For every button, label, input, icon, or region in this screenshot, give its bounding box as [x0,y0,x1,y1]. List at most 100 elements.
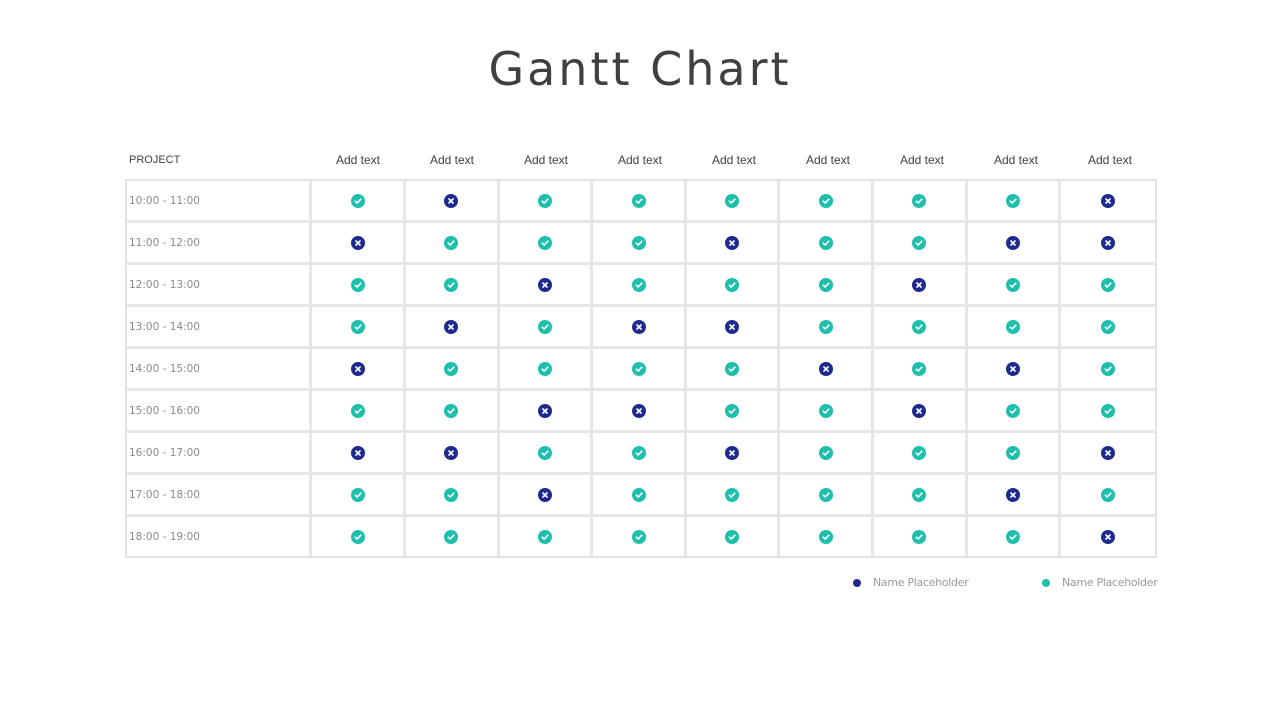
x-circle-icon [537,487,552,502]
status-cell [593,517,687,556]
check-circle-icon [631,193,646,208]
table-row: 15:00 - 16:00 [127,391,1155,433]
check-circle-icon [1101,277,1116,292]
status-cell [312,181,406,220]
status-cell [687,349,781,388]
row-time-label: 15:00 - 16:00 [127,391,313,430]
status-cell [780,181,875,220]
check-circle-icon [1101,403,1116,418]
status-cell [874,307,968,346]
status-cell [593,391,687,430]
status-cell [1061,307,1155,346]
status-cell [406,433,500,472]
status-cell [687,307,781,346]
row-time-label: 11:00 - 12:00 [127,223,313,262]
table-row: 12:00 - 13:00 [127,265,1155,307]
status-cell [874,391,968,430]
status-cell [968,517,1062,556]
x-circle-icon [350,235,365,250]
status-cell [1061,517,1155,556]
status-cell [968,307,1062,346]
check-circle-icon [444,277,459,292]
table-row: 11:00 - 12:00 [127,223,1155,265]
status-cell [874,265,968,304]
check-circle-icon [444,361,459,376]
status-cell [312,223,406,262]
status-cell [312,433,406,472]
table-row: 13:00 - 14:00 [127,307,1155,349]
status-cell [500,475,594,514]
status-cell [780,349,875,388]
x-circle-icon [912,277,927,292]
status-cell [593,433,687,472]
check-circle-icon [818,319,833,334]
check-circle-icon [444,529,459,544]
x-circle-icon [631,403,646,418]
status-cell [687,391,781,430]
x-circle-icon [537,403,552,418]
status-cell [593,307,687,346]
status-cell [687,475,781,514]
status-cell [312,265,406,304]
status-cell [968,265,1062,304]
check-circle-icon [912,445,927,460]
x-circle-icon [1101,235,1116,250]
status-cell [593,475,687,514]
check-circle-icon [912,529,927,544]
status-cell [968,181,1062,220]
status-cell [780,433,875,472]
status-cell [1061,391,1155,430]
status-cell [500,307,594,346]
status-cell [687,433,781,472]
row-time-label: 18:00 - 19:00 [127,517,313,556]
legend-dot-icon [1042,578,1050,587]
table-row: 16:00 - 17:00 [127,433,1155,475]
status-cell [968,223,1062,262]
row-time-label: 12:00 - 13:00 [127,265,313,304]
header-column: Add text [1087,153,1133,167]
check-circle-icon [912,193,927,208]
row-time-label: 16:00 - 17:00 [127,433,313,472]
status-cell [312,307,406,346]
check-circle-icon [631,445,646,460]
check-circle-icon [1006,277,1021,292]
status-cell [874,349,968,388]
check-circle-icon [444,487,459,502]
check-circle-icon [537,361,552,376]
check-circle-icon [725,361,740,376]
status-cell [874,475,968,514]
check-circle-icon [444,403,459,418]
check-circle-icon [631,361,646,376]
header-column: Add text [429,153,475,167]
check-circle-icon [1006,319,1021,334]
header-column: Add text [523,153,569,167]
status-cell [1061,223,1155,262]
header-project: PROJECT [129,154,181,166]
check-circle-icon [725,193,740,208]
check-circle-icon [537,529,552,544]
check-circle-icon [725,487,740,502]
status-cell [780,475,875,514]
check-circle-icon [350,529,365,544]
status-cell [500,517,594,556]
status-cell [593,349,687,388]
table-header: PROJECT Add text Add text Add text Add t… [125,150,1157,170]
check-circle-icon [912,319,927,334]
status-cell [780,391,875,430]
legend-item-yes: Name Placeholder [1042,576,1158,589]
row-time-label: 14:00 - 15:00 [127,349,313,388]
status-cell [406,181,500,220]
check-circle-icon [631,277,646,292]
check-circle-icon [725,529,740,544]
status-cell [312,475,406,514]
x-circle-icon [1006,235,1021,250]
check-circle-icon [350,487,365,502]
status-cell [780,307,875,346]
check-circle-icon [1101,361,1116,376]
check-circle-icon [537,193,552,208]
table-row: 18:00 - 19:00 [127,517,1155,556]
check-circle-icon [631,235,646,250]
status-cell [687,181,781,220]
status-cell [500,433,594,472]
status-cell [1061,265,1155,304]
